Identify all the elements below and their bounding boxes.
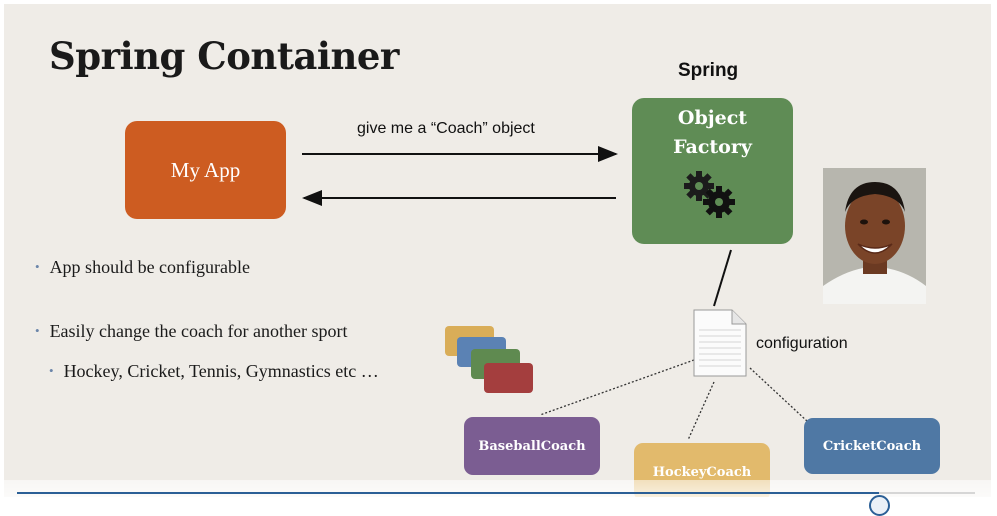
cricket-coach-box: CricketCoach	[804, 418, 940, 474]
factory-config-line	[713, 249, 732, 307]
bullet-text: Hockey, Cricket, Tennis, Gymnastics etc …	[63, 361, 379, 381]
spring-label: Spring	[678, 60, 739, 81]
instructor-photo	[823, 168, 926, 304]
slide-title: Spring Container	[49, 34, 399, 78]
bullet-item: • Easily change the coach for another spo…	[35, 321, 347, 342]
factory-label-line2: Factory	[673, 136, 752, 158]
factory-label-line1: Object	[677, 107, 748, 129]
object-factory-label: Object Factory	[673, 104, 752, 162]
coach-label: BaseballCoach	[478, 438, 586, 454]
baseball-dotted-line	[539, 359, 695, 416]
my-app-box: My App	[125, 121, 286, 219]
coach-cards-stack	[445, 326, 533, 393]
cricket-dotted-line	[749, 367, 809, 423]
diagram-connectors	[302, 146, 809, 441]
baseball-coach-box: BaseballCoach	[464, 417, 600, 475]
bullet-dot: •	[35, 323, 40, 338]
document-icon	[693, 309, 747, 377]
hockey-dotted-line	[687, 381, 715, 441]
progress-track[interactable]	[17, 492, 975, 516]
sub-bullet-item: • Hockey, Cricket, Tennis, Gymnastics etc…	[49, 361, 379, 382]
bullet-dot: •	[35, 259, 40, 274]
progress-fill	[17, 492, 880, 494]
coach-label: HockeyCoach	[652, 465, 752, 480]
configuration-label: configuration	[756, 335, 848, 352]
my-app-label: My App	[170, 157, 241, 182]
bullet-dot: •	[49, 363, 54, 378]
slide: Spring Container Spring My App give me a…	[4, 4, 991, 497]
progress-scrubber-handle[interactable]	[869, 495, 891, 516]
request-arrow-label: give me a “Coach” object	[357, 120, 535, 137]
bullet-item: • App should be configurable	[35, 257, 250, 278]
object-factory-box: Object Factory	[632, 98, 793, 244]
bullet-text: Easily change the coach for another spor…	[49, 321, 348, 341]
bullet-text: App should be configurable	[49, 257, 251, 277]
video-progress-bar[interactable]	[0, 480, 997, 516]
coach-card	[484, 363, 533, 393]
gears-icon	[683, 171, 735, 218]
coach-label: CricketCoach	[822, 438, 922, 454]
